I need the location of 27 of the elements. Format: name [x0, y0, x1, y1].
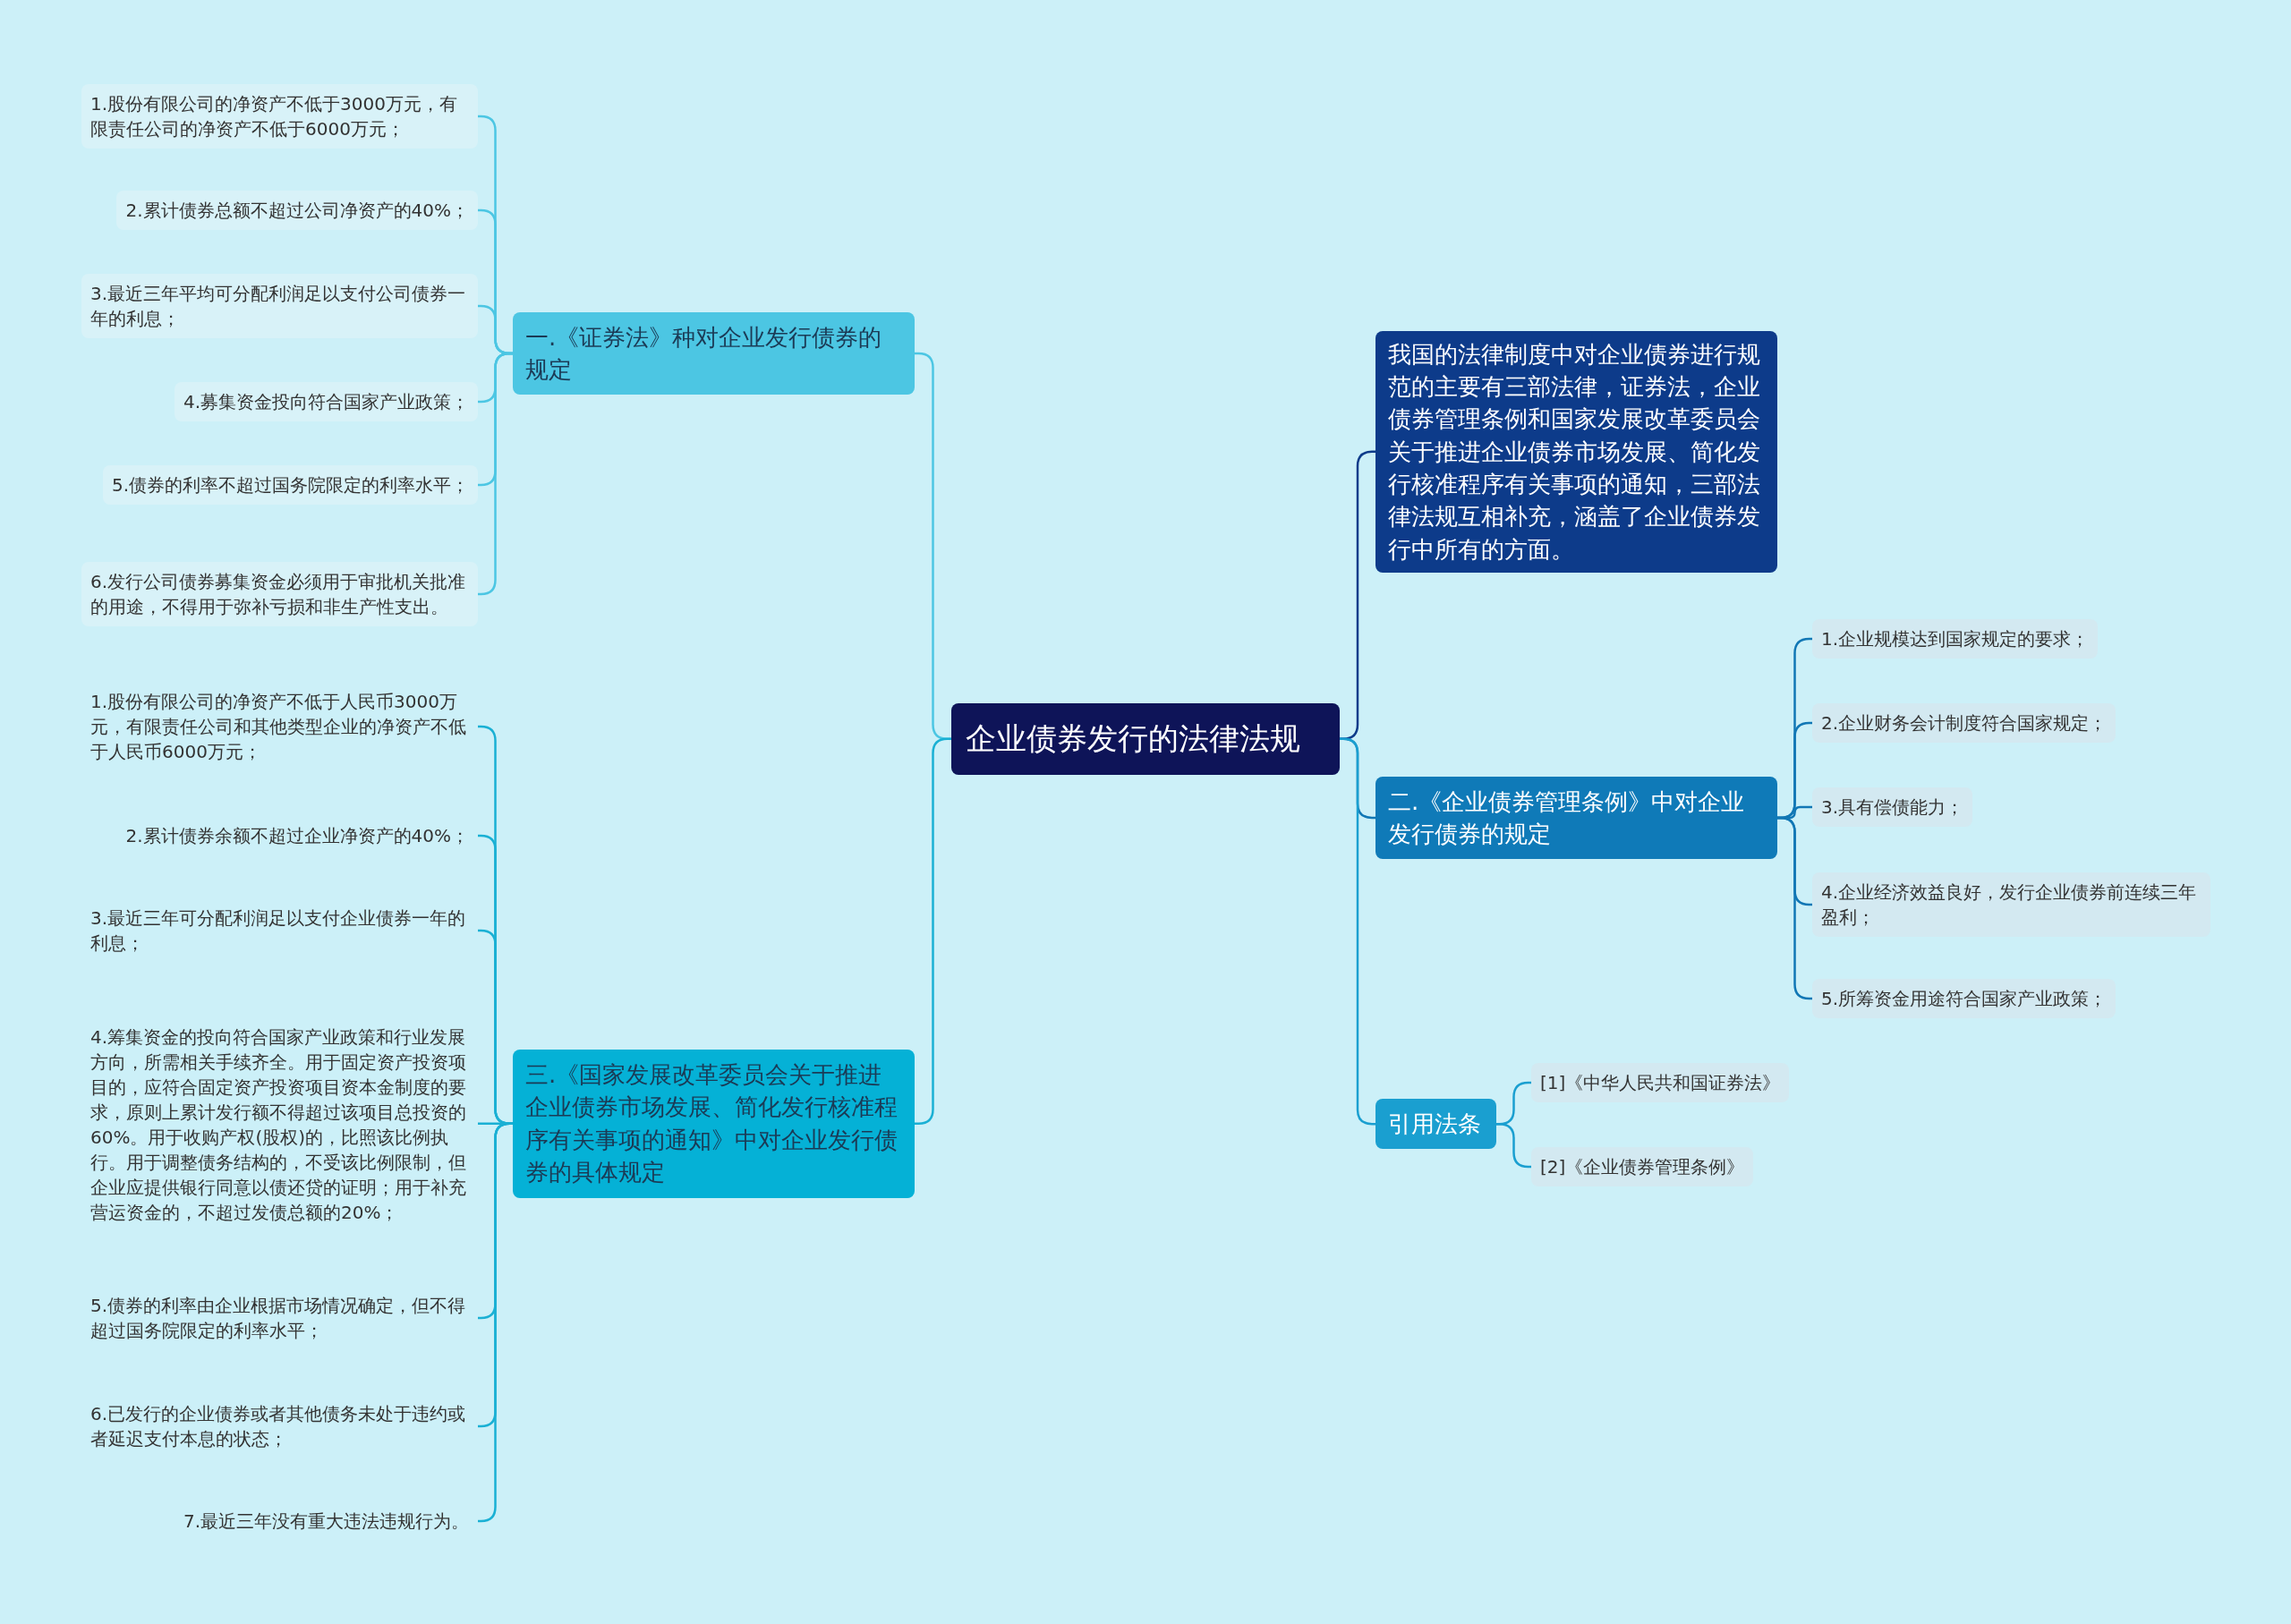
summary-box: 我国的法律制度中对企业债券进行规范的主要有三部法律，证券法，企业债券管理条例和国家发展改革委员会关于推进企业债券市场发展、简化发行核准程序有关事项的通知，三部法律法规互相补充，涵盖了企业债券发行中所有的方面。: [1375, 330, 1777, 574]
subtopic-text: 1.股份有限公司的净资产不低于人民币3000万元，有限责任公司和其他类型企业的净资产不低于人民币6000万元；: [81, 685, 478, 768]
subtopic-box: 6.发行公司债券募集资金必须用于审批机关批准的用途，不得用于弥补亏损和非生产性支出。: [81, 562, 478, 626]
topic-box: 一.《证券法》种对企业发行债券的规定: [513, 311, 915, 395]
subtopic-box: 1.股份有限公司的净资产不低于3000万元，有限责任公司的净资产不低于6000万元；: [81, 84, 478, 149]
subtopic-box: [1]《中华人民共和国证券法》: [1531, 1063, 1790, 1102]
subtopic-text: 2.累计债券余额不超过企业净资产的40%；: [116, 820, 478, 852]
subtopic-box: 3.具有偿债能力；: [1812, 787, 1973, 827]
subtopic-box: [2]《企业债券管理条例》: [1531, 1147, 1754, 1186]
subtopic-text: 6.已发行的企业债券或者其他债务未处于违约或者延迟支付本息的状态；: [81, 1398, 478, 1455]
subtopic-box: 2.企业财务会计制度符合国家规定；: [1812, 703, 2116, 743]
topic-box: 引用法条: [1375, 1099, 1496, 1150]
connector-line: [1496, 1122, 1531, 1169]
subtopic-box: 3.最近三年平均可分配利润足以支付公司债券一年的利息；: [81, 274, 478, 338]
topic-box: 二.《企业债券管理条例》中对企业发行债券的规定: [1375, 776, 1777, 860]
subtopic-text: 5.债券的利率由企业根据市场情况确定，但不得超过国务院限定的利率水平；: [81, 1289, 478, 1347]
topic-box: 三.《国家发展改革委员会关于推进企业债券市场发展、简化发行核准程序有关事项的通知》中对企业发行债券的具体规定: [513, 1050, 915, 1198]
subtopic-text: 4.筹集资金的投向符合国家产业政策和行业发展方向，所需相关手续齐全。用于固定资产投资项目的，应符合固定资产投资项目资本金制度的要求，原则上累计发行额不得超过该项目总投资的60%。用于收购产权(股权)的，比照该比例执行。用于调整债务结构的，不受该比例限制，但企业应提供银行同意以债还贷的证明；用于补充营运资金的，不超过发债总额的20%；: [81, 1021, 478, 1229]
central-topic-box: 企业债券发行的法律法规: [951, 703, 1340, 775]
subtopic-text: 3.最近三年可分配利润足以支付企业债券一年的利息；: [81, 902, 478, 959]
subtopic-box: 2.累计债券总额不超过公司净资产的40%；: [116, 191, 478, 230]
subtopic-box: 4.募集资金投向符合国家产业政策；: [174, 382, 478, 421]
subtopic-box: 5.债券的利率不超过国务院限定的利率水平；: [102, 465, 478, 505]
subtopic-box: 4.企业经济效益良好，发行企业债券前连续三年盈利；: [1812, 872, 2210, 937]
subtopic-box: 5.所筹资金用途符合国家产业政策；: [1812, 979, 2116, 1018]
subtopic-box: 1.企业规模达到国家规定的要求；: [1812, 619, 2099, 659]
subtopic-text: 7.最近三年没有重大违法违规行为。: [174, 1505, 478, 1537]
